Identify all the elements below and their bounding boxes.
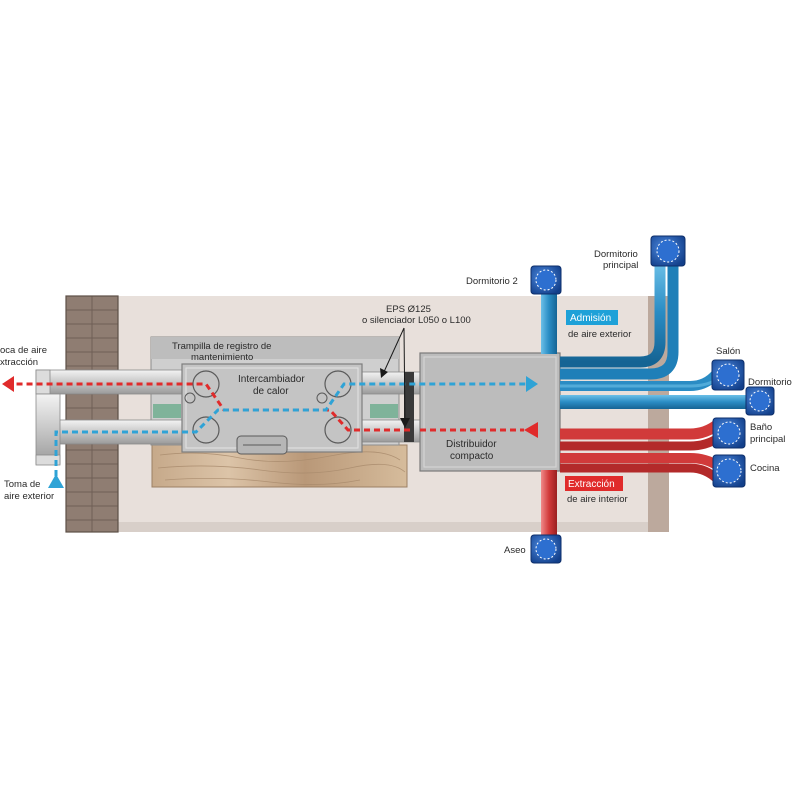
label-boca-aire-2: xtracción [0, 357, 38, 368]
grille-dormitorio-principal [650, 235, 686, 267]
extraccion-badge [565, 476, 623, 491]
supply-airflow [54, 382, 526, 476]
extract-arrow-left [2, 376, 14, 392]
grille-cocina [712, 454, 746, 488]
grille-dormitorio-2 [530, 265, 562, 295]
label-admision-sub: de aire exterior [568, 329, 631, 340]
label-dormitorio: Dormitorio [748, 377, 792, 388]
label-toma-1: Toma de [4, 479, 40, 490]
eps-silencer-dark [404, 372, 414, 442]
label-trampilla-2: mantenimiento [191, 352, 253, 363]
label-distribuidor-2: compacto [450, 451, 494, 462]
label-aseo: Aseo [504, 545, 526, 556]
label-dormitorio-principal-2: principal [603, 260, 638, 271]
distributor [419, 352, 561, 472]
supply-arrow-up [48, 474, 64, 488]
label-extraccion: Extracción [568, 479, 615, 490]
label-toma-2: aire exterior [4, 491, 54, 502]
eps-pointer-head-2 [400, 418, 410, 428]
label-cocina: Cocina [750, 463, 780, 474]
label-eps-1: EPS Ø125 [386, 304, 431, 315]
label-admision: Admisión [570, 313, 611, 324]
label-dormitorio-2: Dormitorio 2 [466, 276, 518, 287]
eps-pointers [382, 327, 406, 425]
grille-salon [711, 359, 745, 391]
admision-badge [566, 310, 618, 325]
grille-bano-principal [712, 417, 746, 449]
label-extraccion-sub: de aire interior [567, 494, 628, 505]
label-boca-aire-1: oca de aire [0, 345, 47, 356]
ceiling-bottom-band [66, 522, 669, 532]
exhaust-duct [35, 369, 183, 395]
label-salon: Salón [716, 346, 740, 357]
eps-pointer-head-1 [380, 368, 388, 378]
label-trampilla-1: Trampilla de registro de [172, 341, 271, 352]
label-eps-2: o silenciador L050 o L100 [362, 315, 471, 326]
heat-exchanger [181, 363, 363, 455]
grille-aseo [530, 534, 562, 564]
insulation-left [153, 404, 181, 418]
brick-wall [65, 295, 119, 533]
label-distribuidor-1: Distribuidor [446, 439, 497, 450]
insulation-right [370, 404, 398, 418]
hatch-top [151, 337, 399, 359]
label-dormitorio-principal-1: Dormitorio [594, 249, 638, 260]
label-bano-2: principal [750, 434, 785, 445]
supply-arrow-out [526, 376, 538, 392]
label-intercambiador-2: de calor [253, 386, 289, 397]
label-bano-1: Baño [750, 422, 772, 433]
label-intercambiador-1: Intercambiador [238, 374, 305, 385]
grille-dormitorio [745, 386, 775, 416]
wood-grain [157, 451, 406, 485]
extract-arrow-in [524, 422, 538, 438]
